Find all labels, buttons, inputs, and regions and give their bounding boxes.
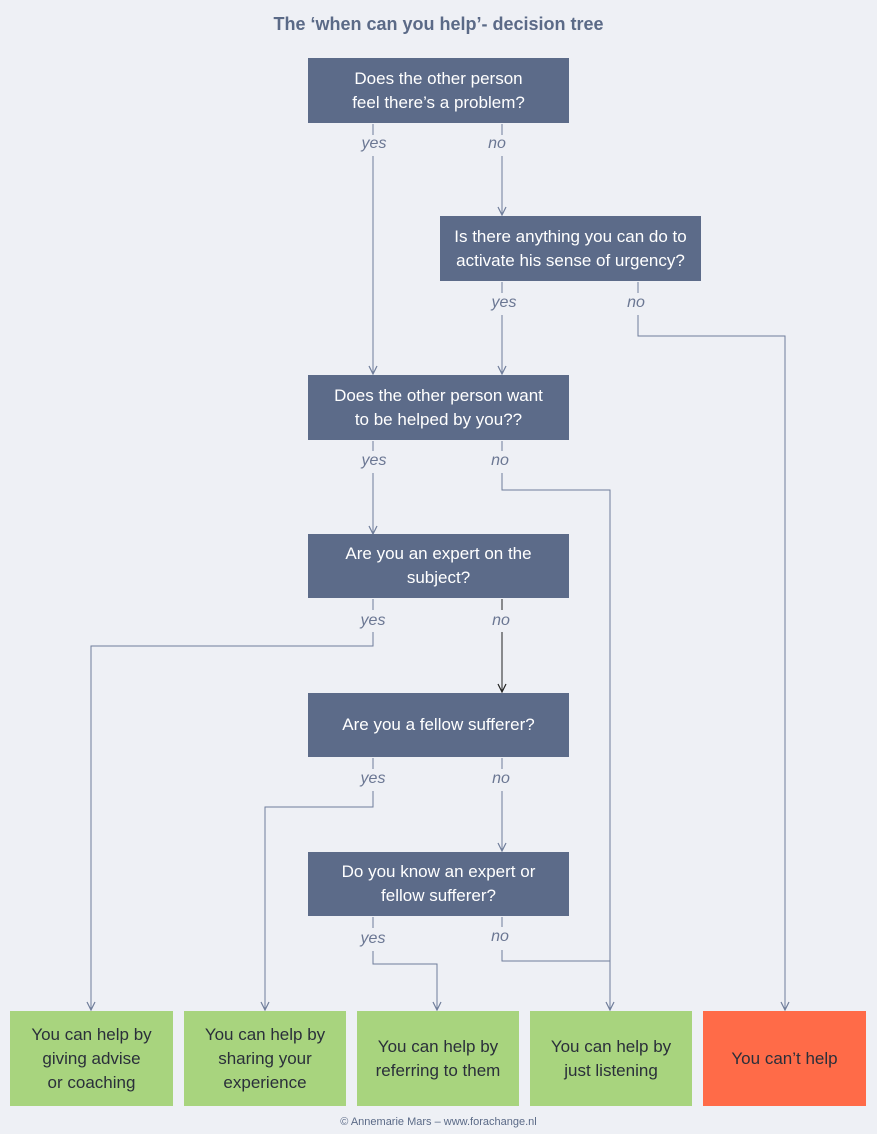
connector-q6-yes	[372, 917, 437, 1010]
label-q4-no: no	[492, 612, 510, 629]
outcome-referring: You can help by referring to them	[357, 1011, 519, 1106]
outcome-cant-help: You can’t help	[703, 1011, 866, 1106]
label-q1-yes: yes	[361, 135, 387, 152]
connector-q2-no	[637, 282, 785, 1010]
label-q3-no: no	[491, 452, 509, 469]
label-q3-yes: yes	[361, 452, 387, 469]
connector-q5-yes	[265, 758, 374, 1010]
label-q5-yes: yes	[360, 770, 386, 787]
question-box-know-expert: Do you know an expert or fellow sufferer…	[308, 852, 569, 916]
connector-q3-no	[501, 441, 610, 1010]
outcome-advise-coaching: You can help by giving advise or coachin…	[10, 1011, 173, 1106]
question-box-urgency: Is there anything you can do to activate…	[440, 216, 701, 281]
label-q2-yes: yes	[491, 294, 517, 311]
outcome-sharing-experience: You can help by sharing your experience	[184, 1011, 346, 1106]
connector-q4-yes	[91, 599, 374, 1010]
question-box-expert: Are you an expert on the subject?	[308, 534, 569, 598]
label-q1-no: no	[488, 135, 506, 152]
label-q5-no: no	[492, 770, 510, 787]
question-box-problem: Does the other person feel there’s a pro…	[308, 58, 569, 123]
question-box-want-help: Does the other person want to be helped …	[308, 375, 569, 440]
outcome-just-listening: You can help by just listening	[530, 1011, 692, 1106]
diagram-title: The ‘when can you help’- decision tree	[273, 14, 604, 34]
copyright-footer: © Annemarie Mars – www.forachange.nl	[340, 1116, 537, 1128]
label-q4-yes: yes	[360, 612, 386, 629]
label-q6-no: no	[491, 928, 509, 945]
question-box-fellow-sufferer: Are you a fellow sufferer?	[308, 693, 569, 757]
connector-q6-no	[501, 917, 610, 962]
label-q2-no: no	[627, 294, 645, 311]
label-q6-yes: yes	[360, 930, 386, 947]
